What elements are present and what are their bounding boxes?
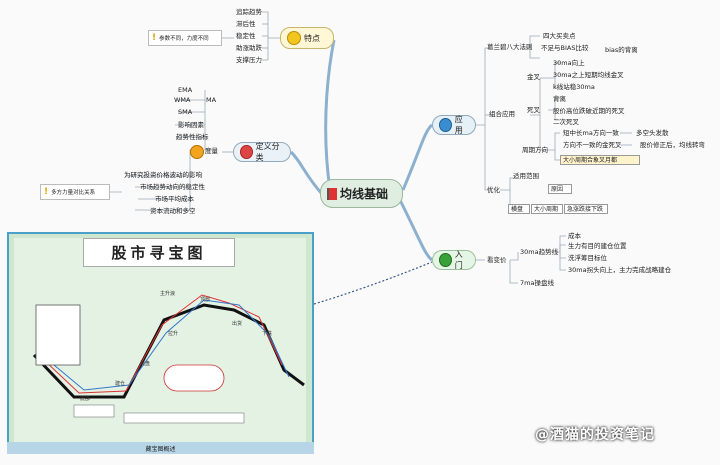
app-dead-item: 股价高位跌破近期的死叉	[553, 107, 625, 115]
poster-title: 股市寻宝图	[83, 238, 235, 267]
entry-ma30-item: 30ma拐头向上，主力完成战略建仓	[568, 266, 672, 274]
app-opt-item: 大小周期	[531, 204, 563, 214]
feature-note-text: 参数不同，力度不同	[159, 36, 209, 42]
def-type: EMA	[178, 86, 193, 94]
app-direction-sub: 股价修正后，均线转弯	[640, 141, 705, 149]
poster-label: 下跌	[262, 331, 273, 337]
def-type: SMA	[178, 108, 193, 116]
app-opt-box-label: 原因	[551, 186, 564, 193]
poster-label: 底部	[80, 396, 91, 402]
application-label: 应用	[454, 115, 463, 135]
feature-item: 稳定性	[236, 32, 256, 40]
poster-label: 顶部	[200, 297, 211, 303]
warning-icon: !	[44, 187, 49, 197]
feature-note: ! 参数不同，力度不同	[148, 30, 222, 46]
minus-icon	[240, 145, 253, 159]
def-ma: MA	[206, 96, 217, 104]
feature-item: 滞后性	[236, 20, 256, 28]
smiley-icon	[287, 31, 301, 45]
app-rule-item: bias的背离	[605, 46, 638, 54]
warning-icon: !	[152, 33, 157, 43]
poster-label: 洗盘	[140, 361, 151, 367]
app-dead: 死叉	[527, 106, 540, 114]
poster-label: 主升浪	[160, 291, 176, 297]
app-golden-item: k线站稳30ma	[553, 83, 595, 91]
smiley-icon	[190, 145, 204, 159]
feature-item: 助涨助跌	[236, 44, 262, 52]
definition-label: 定义分类	[255, 142, 280, 162]
definition-node[interactable]: 定义分类	[233, 142, 291, 162]
app-opt-title: 适用范围	[513, 172, 539, 180]
app-opt-item: 横盘	[508, 204, 530, 214]
app-dead-item: 背离	[553, 95, 566, 103]
entry-ma7: 7ma操盘线	[520, 279, 554, 287]
def-meaning: 市场趋势动向的稳定性	[140, 183, 205, 191]
entry-ma30: 30ma趋势线	[520, 248, 559, 256]
app-golden-item: 30ma向上	[553, 59, 585, 67]
globe-icon	[439, 118, 452, 132]
app-direction-item: 方向不一致的金死叉	[563, 141, 622, 149]
poster-label: 建仓	[115, 381, 126, 387]
app-rule-title: 葛兰碧八大法则	[487, 43, 533, 51]
watermark: @酒猫的投资笔记	[535, 427, 655, 443]
app-combo: 组合应用	[489, 110, 515, 118]
feature-label: 特点	[304, 33, 320, 43]
app-opt-item-label: 大小周期	[534, 206, 559, 213]
feature-item: 追踪趋势	[236, 8, 262, 16]
app-direction-highlight: 大小周期合象叉月都	[560, 155, 640, 165]
app-opt-item-label: 急涨跌接下跌	[567, 206, 604, 213]
arrow-icon	[439, 253, 452, 267]
def-item: 度量	[205, 147, 218, 155]
app-direction-item: 大小周期合象叉月都	[563, 157, 618, 164]
center-node[interactable]: 均线基础	[320, 179, 403, 208]
def-meaning: 市场平均成本	[155, 195, 194, 203]
entry-market: 看变价	[487, 256, 507, 264]
def-meaning: 资本流动和多空	[150, 207, 196, 215]
center-label: 均线基础	[340, 187, 389, 201]
definition-note-text: 多方力量对比关系	[51, 190, 96, 196]
app-opt-item: 急涨跌接下跌	[564, 204, 608, 214]
entry-ma30-item: 洗浮筹目标位	[568, 254, 607, 262]
app-golden: 金叉	[527, 73, 540, 81]
app-golden-item: 30ma之上短期均线金叉	[553, 71, 624, 79]
entry-node[interactable]: 入门	[432, 250, 476, 270]
entry-ma30-item: 成本	[568, 232, 581, 240]
definition-note: ! 多方力量对比关系	[40, 184, 110, 200]
poster-label: 出货	[232, 321, 243, 327]
app-opt-item-label: 横盘	[511, 206, 524, 213]
app-rule-item: 四大买卖点	[543, 32, 576, 40]
entry-ma30-item: 生力有目的建仓位置	[568, 242, 627, 250]
poster-footer: 藏宝图概述	[7, 442, 314, 454]
def-type: WMA	[174, 96, 191, 104]
def-item: 影响因素	[178, 121, 204, 129]
app-dead-item: 二次死叉	[553, 118, 579, 126]
feature-item: 支撑压力	[236, 56, 262, 64]
entry-label: 入门	[454, 250, 463, 270]
app-optimize: 优化	[487, 186, 500, 194]
poster-label: 拉升	[168, 331, 179, 337]
app-opt-box: 原因	[548, 184, 572, 194]
app-direction-sub: 多空头发散	[636, 129, 669, 137]
def-item: 趋势性指标	[176, 133, 209, 141]
app-direction-item: 短中长ma方向一致	[563, 129, 619, 137]
application-node[interactable]: 应用	[432, 115, 476, 135]
poster-price-curve	[32, 294, 305, 424]
flag-icon	[327, 187, 337, 200]
def-meaning: 为研究投资价格波动的影响	[124, 171, 202, 179]
app-direction: 周期方向	[522, 146, 548, 154]
app-rule-item: 不足与BIAS比较	[541, 44, 589, 52]
feature-node[interactable]: 特点	[280, 27, 334, 49]
